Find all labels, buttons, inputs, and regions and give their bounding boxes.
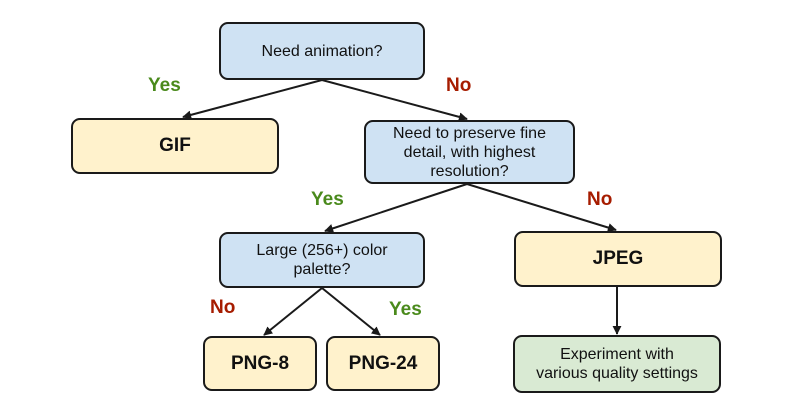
question-large-palette: Large (256+) color palette? (219, 232, 425, 288)
edge-label-no: No (446, 75, 472, 96)
question-text-line: Large (256+) color (256, 242, 388, 259)
arrow-q2-to-jpeg (466, 183, 617, 232)
format-label: JPEG (592, 248, 644, 269)
format-png-8: PNG-8 (203, 336, 317, 391)
edge-label-yes: Yes (148, 75, 181, 96)
question-text-line: Need animation? (261, 42, 383, 60)
arrow-q1-to-q2 (321, 79, 468, 122)
advice-text-line: Experiment with (560, 346, 674, 363)
question-text-line: resolution? (430, 162, 509, 180)
question-text-line: detail, with highest (403, 143, 536, 161)
format-label: PNG-24 (348, 352, 418, 374)
question-text-line: Need to preserve fine (393, 124, 546, 142)
question-need-animation: Need animation? (219, 22, 425, 80)
question-text-line: palette? (293, 261, 351, 278)
edge-label-yes: Yes (311, 189, 344, 210)
advice-text-line: various quality settings (536, 365, 698, 382)
advice-experiment-quality: Experiment with various quality settings (513, 335, 721, 393)
arrow-q3-to-png24 (321, 287, 381, 336)
question-preserve-detail: Need to preserve fine detail, with highe… (364, 120, 575, 184)
arrow-q3-to-png8 (263, 287, 323, 336)
arrow-q2-to-q3 (324, 183, 468, 233)
edge-label-yes: Yes (389, 299, 422, 320)
format-png-24: PNG-24 (326, 336, 440, 391)
edge-label-no: No (587, 189, 613, 210)
format-label: GIF (159, 135, 191, 156)
format-label: PNG-8 (230, 352, 290, 374)
format-gif: GIF (71, 118, 279, 174)
format-jpeg: JPEG (514, 231, 722, 287)
arrow-q1-to-gif (182, 79, 323, 120)
edge-label-no: No (210, 297, 236, 318)
